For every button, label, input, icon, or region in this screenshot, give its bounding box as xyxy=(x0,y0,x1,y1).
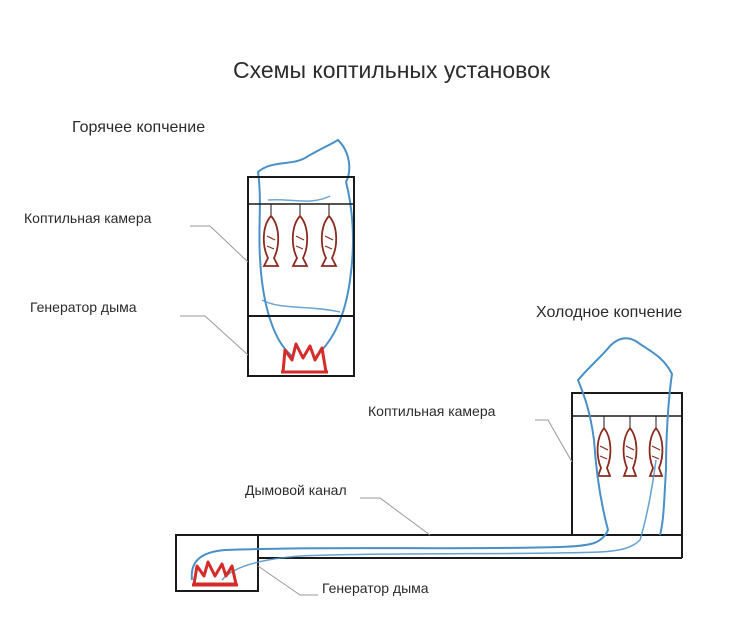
cold-chamber-label: Коптильная камера xyxy=(368,403,496,419)
hot-smoke-plume xyxy=(256,138,354,357)
diagram-title: Схемы коптильных установок xyxy=(233,57,550,83)
hot-fish-2 xyxy=(291,214,309,267)
cold-smoke-flow xyxy=(190,337,674,581)
hot-fish-1 xyxy=(262,214,280,267)
channel-leader xyxy=(360,497,431,536)
cold-fire xyxy=(192,560,238,586)
hot-smoking-heading: Горячее копчение xyxy=(72,119,206,136)
cold-fish-1 xyxy=(596,426,612,477)
hot-generator-label: Генератор дыма xyxy=(30,299,137,315)
hot-fire xyxy=(281,342,328,374)
cold-fish-3 xyxy=(648,426,664,477)
cold-smokehouse xyxy=(175,337,683,596)
hot-smoke-swirl xyxy=(261,195,341,313)
hot-fish-3 xyxy=(320,214,338,267)
cold-generator-label: Генератор дыма xyxy=(322,580,429,596)
cold-chamber-box xyxy=(571,392,683,536)
smoke-channel-label: Дымовой канал xyxy=(245,482,347,498)
hot-chamber-label: Коптильная камера xyxy=(24,210,152,226)
hot-generator-leader xyxy=(180,315,249,356)
cold-generator-box xyxy=(175,534,259,592)
hot-chamber-leader xyxy=(190,225,249,263)
hot-generator-box xyxy=(247,315,355,377)
cold-smoking-heading: Холодное копчение xyxy=(536,304,683,321)
cold-chamber-leader xyxy=(535,419,573,463)
hot-smokehouse xyxy=(180,138,355,377)
cold-fish-2 xyxy=(622,426,638,477)
cold-smoke-flow-2 xyxy=(221,459,657,581)
cold-generator-leader xyxy=(257,565,318,596)
